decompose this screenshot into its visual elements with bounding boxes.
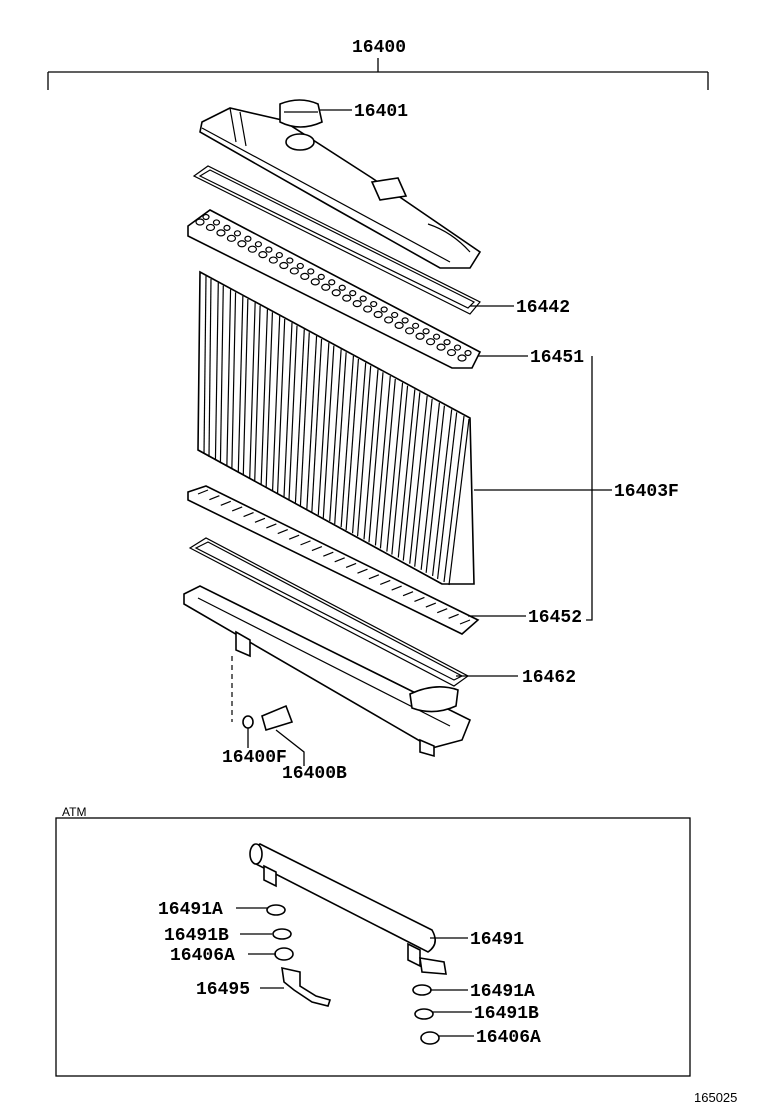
- drain-cock: [261, 704, 294, 732]
- right-hardware: [412, 984, 440, 1045]
- label-cooler: 16491: [470, 930, 524, 950]
- label-washer-b-left: 16491B: [164, 926, 229, 946]
- label-drain-oring: 16400F: [222, 748, 287, 768]
- label-upper-plate: 16451: [530, 348, 584, 368]
- upper-plate-tubes: [195, 213, 472, 362]
- nut-left: [274, 947, 294, 961]
- figure-id: 165025: [694, 1090, 737, 1105]
- upper-core-plate: [187, 209, 482, 369]
- washer-b-left: [272, 928, 292, 940]
- label-washer-b-right: 16491B: [474, 1004, 539, 1024]
- lower-plate-slots: [197, 489, 471, 625]
- upper-tank: [199, 107, 482, 269]
- atm-leader-lines: [236, 907, 474, 1037]
- washer-b-right: [414, 1008, 434, 1020]
- label-washer-a-left: 16491A: [158, 900, 223, 920]
- assembly-label: 16400: [352, 38, 406, 58]
- atm-title: ATM: [62, 805, 86, 819]
- label-cap: 16401: [354, 102, 408, 122]
- label-lower-gasket: 16462: [522, 668, 576, 688]
- leader-lines: [247, 109, 612, 766]
- atm-box: [55, 817, 691, 1077]
- label-upper-gasket: 16442: [516, 298, 570, 318]
- radiator-cap: [279, 99, 323, 128]
- assembly-bracket: [47, 58, 709, 90]
- label-nut-right: 16406A: [476, 1028, 541, 1048]
- label-drain-cock: 16400B: [282, 764, 347, 784]
- washer-a-left: [266, 904, 286, 916]
- label-lower-plate: 16452: [528, 608, 582, 628]
- lower-core-plate: [187, 485, 480, 635]
- oil-hose: [281, 966, 332, 1007]
- label-nut-left: 16406A: [170, 946, 235, 966]
- label-washer-a-right: 16491A: [470, 982, 535, 1002]
- washer-a-right: [412, 984, 432, 996]
- drain-oring: [242, 715, 254, 729]
- radiator-core: [197, 270, 475, 586]
- drain-assembly: [231, 656, 294, 732]
- lower-tank: [183, 585, 472, 758]
- oil-cooler: [249, 843, 447, 975]
- label-hose: 16495: [196, 980, 250, 1000]
- upper-gasket: [192, 165, 481, 315]
- nut-right: [420, 1031, 440, 1045]
- core-fins: [203, 275, 470, 586]
- label-core: 16403F: [614, 482, 679, 502]
- left-hardware: [266, 904, 332, 1007]
